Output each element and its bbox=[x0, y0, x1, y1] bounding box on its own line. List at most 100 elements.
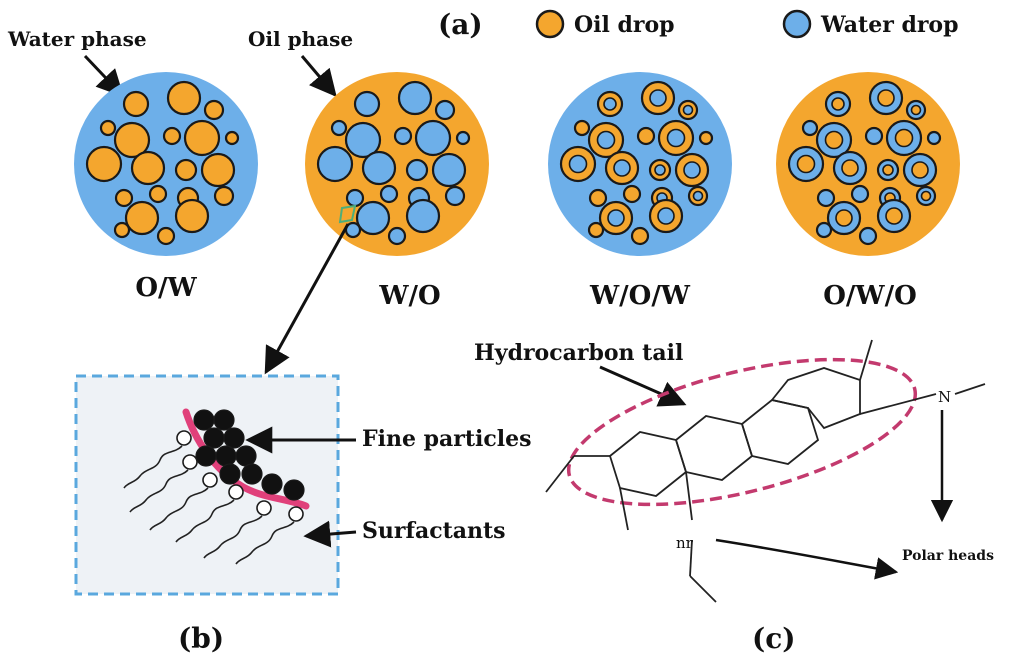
emulsion-label-wo: W/O bbox=[378, 281, 440, 311]
drop bbox=[316, 145, 354, 183]
drop bbox=[405, 158, 429, 182]
amine-n: N bbox=[938, 388, 951, 406]
drop bbox=[414, 119, 452, 157]
fine-particle bbox=[223, 427, 245, 449]
surfactant-group bbox=[123, 430, 304, 565]
drop bbox=[355, 200, 391, 236]
bond bbox=[689, 575, 717, 603]
double-drop-inner bbox=[654, 164, 666, 176]
surfactant-head bbox=[288, 506, 304, 522]
fine-particles-label: Fine particles bbox=[362, 426, 532, 452]
surfactant-head bbox=[182, 454, 198, 470]
emulsion-wo bbox=[305, 72, 489, 256]
surfactant-tail bbox=[123, 445, 183, 489]
drop bbox=[200, 152, 236, 188]
surfactant-head bbox=[176, 430, 192, 446]
bond bbox=[859, 393, 937, 415]
drop bbox=[330, 119, 348, 137]
drop bbox=[113, 221, 131, 239]
drop bbox=[166, 80, 202, 116]
emulsion-label-wow: W/O/W bbox=[589, 281, 691, 311]
ring-left bbox=[608, 431, 688, 497]
surfactant-head bbox=[256, 500, 272, 516]
drop bbox=[361, 150, 397, 186]
double-drop-inner bbox=[831, 97, 845, 111]
legend-oil-swatch bbox=[535, 9, 565, 39]
drop bbox=[130, 150, 166, 186]
polar-heads-label: Polar heads bbox=[902, 548, 994, 564]
ring-right bbox=[740, 399, 820, 465]
drop bbox=[434, 99, 456, 121]
double-drop-outer bbox=[926, 130, 942, 146]
surfactants-arrow bbox=[303, 520, 357, 548]
drop bbox=[379, 184, 399, 204]
double-drop-outer bbox=[858, 226, 878, 246]
legend-water-label: Water drop bbox=[820, 12, 959, 38]
drop bbox=[213, 185, 235, 207]
legend-water-swatch bbox=[782, 9, 812, 39]
bond bbox=[545, 455, 575, 493]
double-drop-outer bbox=[850, 184, 870, 204]
surfactant-tail bbox=[175, 499, 235, 543]
double-drop-inner bbox=[920, 190, 932, 202]
drop bbox=[203, 99, 225, 121]
drop bbox=[148, 184, 168, 204]
drop bbox=[387, 226, 407, 246]
interface-line bbox=[182, 408, 310, 510]
double-drop-inner bbox=[596, 130, 616, 150]
double-drop-inner bbox=[568, 154, 588, 174]
fine-particle bbox=[193, 409, 215, 431]
ring-top bbox=[770, 367, 861, 430]
drop bbox=[122, 90, 150, 118]
drop bbox=[113, 121, 151, 159]
drop bbox=[431, 152, 467, 188]
double-drop-outer bbox=[587, 221, 605, 239]
double-drop-inner bbox=[657, 207, 675, 225]
surfactant-tail bbox=[149, 487, 209, 531]
double-drop-inner bbox=[824, 130, 844, 150]
fine-particle bbox=[261, 473, 283, 495]
drop bbox=[85, 145, 123, 183]
double-drop-inner bbox=[877, 89, 895, 107]
fine-particle bbox=[241, 463, 263, 485]
emulsion-label-ow: O/W bbox=[135, 273, 197, 303]
surfactants-label: Surfactants bbox=[362, 518, 506, 544]
surfactant-tail bbox=[235, 521, 295, 565]
drop bbox=[405, 198, 441, 234]
double-drop-inner bbox=[885, 207, 903, 225]
drop bbox=[174, 198, 210, 234]
double-drop-inner bbox=[841, 159, 859, 177]
bond bbox=[689, 539, 693, 577]
fine-particle-group bbox=[193, 409, 305, 501]
double-drop-outer bbox=[816, 188, 836, 208]
double-drop-inner bbox=[835, 209, 853, 227]
drop bbox=[393, 126, 413, 146]
surfactant-tail bbox=[203, 515, 263, 559]
molecule-structure bbox=[545, 339, 986, 603]
fine-particle bbox=[213, 409, 235, 431]
drop bbox=[99, 119, 117, 137]
hydrocarbon-tail-label: Hydrocarbon tail bbox=[474, 340, 683, 366]
legend-oil-label: Oil drop bbox=[574, 12, 675, 38]
double-drop-outer bbox=[622, 184, 642, 204]
double-drop-inner bbox=[796, 154, 816, 174]
bond bbox=[619, 487, 629, 531]
double-drop-outer bbox=[588, 188, 608, 208]
oil-phase-label: Oil phase bbox=[248, 27, 353, 51]
bond bbox=[954, 383, 986, 395]
double-drop-inner bbox=[692, 190, 704, 202]
double-drop-inner bbox=[666, 128, 686, 148]
emulsion-ow bbox=[74, 72, 258, 256]
double-drop-outer bbox=[864, 126, 884, 146]
fine-particle bbox=[215, 445, 237, 467]
double-drop-inner bbox=[607, 209, 625, 227]
panel-a-label: (a) bbox=[438, 8, 483, 41]
surfactant-tail bbox=[129, 469, 189, 513]
double-drop-inner bbox=[683, 161, 701, 179]
drop bbox=[444, 185, 466, 207]
double-drop-inner bbox=[894, 128, 914, 148]
bond bbox=[859, 339, 873, 381]
drop bbox=[114, 188, 134, 208]
drop bbox=[344, 121, 382, 159]
